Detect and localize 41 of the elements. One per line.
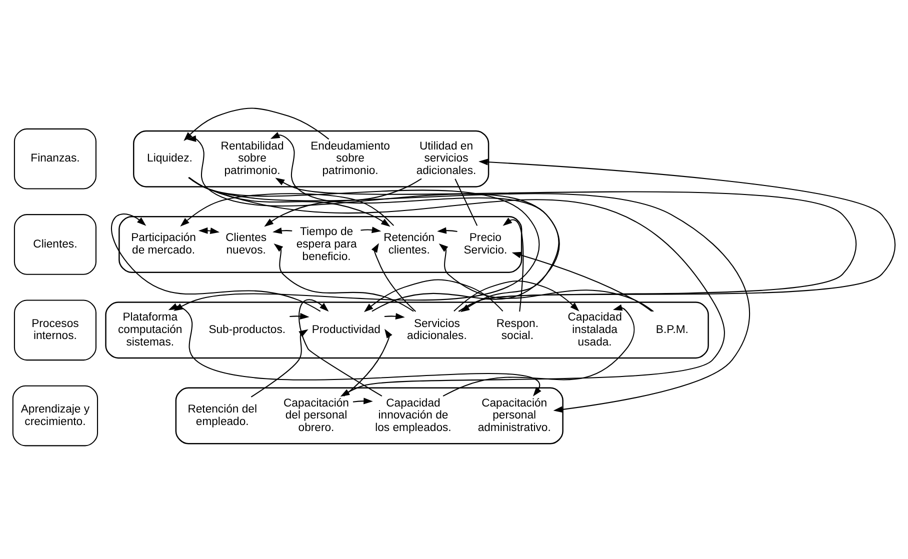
node-text: Participación de mercado. <box>131 232 196 256</box>
node-text: Servicios adicionales. <box>407 317 467 342</box>
arrow <box>198 226 220 234</box>
arrow <box>343 328 392 396</box>
node-text: Utilidad en servicios adicionales. <box>416 140 476 177</box>
node-box: Finanzas. <box>14 128 96 189</box>
node-box: Aprendizaje y crecimiento. <box>12 384 98 446</box>
node-box: Clientes. <box>14 214 96 274</box>
arrow <box>264 178 422 226</box>
arrow <box>272 227 292 234</box>
node-text: Productividad <box>312 324 380 336</box>
node-text: Precio Servicio. <box>464 232 508 256</box>
node-text: Respon. social. <box>496 317 539 342</box>
arrow <box>290 312 310 319</box>
node-text: Rentabilidad sobre patrimonio. <box>220 140 284 177</box>
node-text: Clientes nuevos. <box>226 232 267 256</box>
arrow <box>512 251 652 312</box>
arrow <box>180 192 394 226</box>
node-text: Retención del empleado. <box>188 402 257 428</box>
arrow <box>371 242 416 312</box>
arrow <box>184 107 330 141</box>
arrow <box>352 397 373 404</box>
node-text: Liquidez. <box>147 152 192 164</box>
node-text: Capacidad innovación de los empleados. <box>375 396 452 434</box>
arrow <box>502 217 524 312</box>
arrow <box>274 243 414 312</box>
arrow <box>360 226 382 233</box>
node-text: B.P.M. <box>656 324 688 336</box>
arrow <box>437 226 458 234</box>
node-text: Retención clientes. <box>384 232 435 256</box>
connector <box>454 178 478 226</box>
arrow <box>384 312 405 320</box>
node-text: Capacitación del personal obrero. <box>283 396 349 434</box>
node-box: Procesos internos. <box>14 299 96 360</box>
node-text: Tiempo de espera para beneficio. <box>296 226 357 262</box>
node-text: Sub-productos. <box>208 324 286 336</box>
node-text: Capacidad instalada usada. <box>568 311 622 348</box>
node-text: Endeudamiento sobre patrimonio. <box>310 140 390 177</box>
node-text: Capacitación personal administrativo. <box>478 396 551 434</box>
arrow <box>188 176 390 226</box>
node-text: Plataforma computación sistemas. <box>118 311 182 348</box>
